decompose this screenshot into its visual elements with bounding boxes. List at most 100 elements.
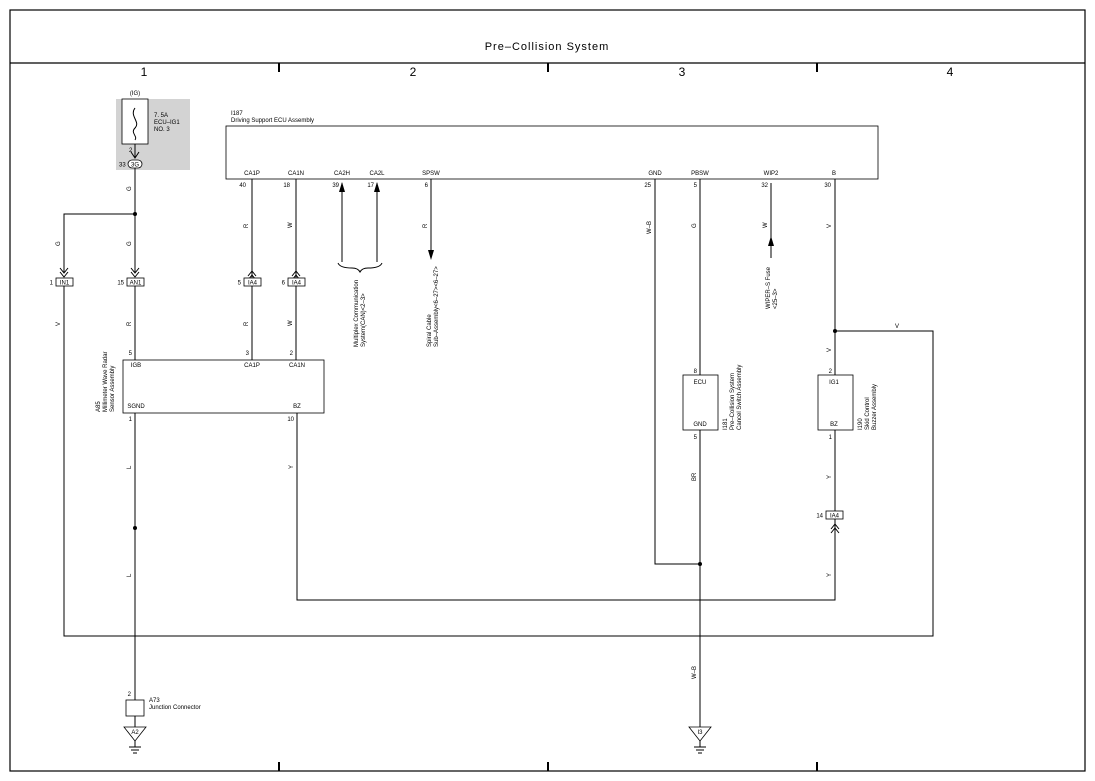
- ground-i3: I3: [688, 726, 712, 754]
- switch-id: I181: [723, 418, 729, 430]
- wire-label-pbsw: G: [692, 223, 698, 228]
- ecu-term-pbsw: PBSW: [691, 171, 709, 177]
- wire-label-sgnd2: L: [127, 573, 133, 577]
- radar-term-ca1p: CA1P: [244, 363, 260, 369]
- connector-in1-pin: 1: [50, 281, 54, 287]
- wire-label-b-down: V: [827, 348, 833, 352]
- ecu-pin-17: 17: [367, 183, 374, 189]
- zone-ticks: [278, 63, 818, 771]
- radar-pin-1: 1: [129, 417, 133, 423]
- radar-box: [122, 359, 325, 414]
- switch-pin-8: 8: [694, 369, 698, 375]
- buzzer-term-ig1: IG1: [829, 380, 839, 386]
- connector-ia4-5-pin: 5: [238, 281, 242, 287]
- wire-label-branch: G: [56, 241, 62, 246]
- wire-label-in1-out: V: [56, 322, 62, 326]
- radar-pin-10: 10: [287, 417, 294, 423]
- buzzer-id: I190: [858, 418, 864, 430]
- splice-gnd: [698, 562, 702, 566]
- ecu-term-wip2: WIP2: [764, 171, 779, 177]
- connector-ia4-14-pin: 14: [816, 514, 823, 520]
- buzzer-term-bz: BZ: [830, 422, 838, 428]
- diagram-title: Pre–Collision System: [485, 41, 610, 53]
- radar-pin-2: 2: [290, 351, 294, 357]
- wire-label-bz: Y: [289, 465, 295, 469]
- wire-color-labels: G G G V R R W R W R W–B G W V V V L L Y …: [56, 186, 899, 679]
- junction-pin: 2: [128, 692, 132, 698]
- connector-ia4-14-name: IA4: [830, 514, 840, 520]
- wire-label-main: G: [127, 241, 133, 246]
- ecu-term-ca2l: CA2L: [369, 171, 385, 177]
- ecu-pin-32: 32: [761, 183, 768, 189]
- fuse-rating: 7. 5A: [154, 113, 168, 119]
- ecu-i187: I187 Driving Support ECU Assembly CA1P C…: [225, 111, 879, 189]
- ecu-pin-6: 6: [425, 183, 429, 189]
- wire-label-ca1p-bot: R: [244, 321, 250, 326]
- ecu-pin-39: 39: [332, 183, 339, 189]
- note-wiper-2: <25–3>: [773, 288, 779, 309]
- radar-term-bz: BZ: [293, 404, 301, 410]
- junction-id: A73: [149, 698, 160, 704]
- buzzer-name-2: Buzzer Assembly: [872, 384, 878, 430]
- wire-v-loop: [63, 286, 934, 637]
- ecu-name: Driving Support ECU Assembly: [231, 118, 314, 124]
- wire-label-ca1n-top: W: [288, 222, 294, 228]
- ecu-term-ca1p: CA1P: [244, 171, 260, 177]
- fuse-pin-side: 33: [119, 163, 126, 169]
- note-multiplex-2: System(CAN)<2–3>: [361, 293, 367, 347]
- switch-i181: ECU GND 8 5 I181 Pre–Collision System Ca…: [682, 365, 743, 441]
- fuse-icon: [132, 107, 138, 141]
- buzzer-i190: IG1 BZ 2 1 I190 Skid Control Buzzer Asse…: [817, 369, 878, 441]
- note-spiral-1: Spiral Cable: [427, 314, 433, 347]
- buzzer-box: [817, 374, 854, 431]
- note-spiral-2: Sub–Assembly<6–27><6–27>: [434, 266, 440, 347]
- multiplex-brace: [337, 262, 383, 274]
- switch-name-2: Cancel Switch Assembly: [737, 365, 743, 430]
- connector-labels: 1 IN1 15 AN1 5 IA4 6 IA4 14 IA4: [50, 281, 840, 520]
- junction-a73: 2 A73 Junction Connector: [125, 692, 201, 727]
- ground-i3-symbol: [688, 726, 712, 742]
- switch-pin-5: 5: [694, 435, 698, 441]
- ground-a2: A2: [123, 726, 147, 754]
- wire-bz-y: [296, 413, 836, 601]
- wire-label-sgnd: L: [127, 465, 133, 469]
- junction-name: Junction Connector: [149, 705, 201, 711]
- radar-a85: IGB CA1P CA1N SGND BZ 5 3 2 1 10 A85 Mil…: [96, 351, 325, 423]
- ecu-pin-40: 40: [239, 183, 246, 189]
- connector-in1-name: IN1: [60, 281, 70, 287]
- wire-label-sw-gnd: BR: [692, 472, 698, 481]
- ecu-pin-18: 18: [283, 183, 290, 189]
- ecu-pin-5: 5: [694, 183, 698, 189]
- junction-3g-label: 3G: [131, 163, 139, 169]
- buzzer-name-1: Skid Control: [865, 397, 871, 430]
- switch-box: [682, 374, 719, 431]
- fuse-no: NO. 3: [154, 127, 170, 133]
- wire-branch-g: [63, 213, 135, 272]
- ground-a2-symbol: [123, 726, 147, 742]
- note-wiper-1: WIPER–S Fuse: [766, 266, 772, 309]
- radar-term-sgnd: SGND: [127, 404, 145, 410]
- wire-label-ground-main: W–B: [692, 666, 698, 679]
- ecu-term-b: B: [832, 171, 836, 177]
- zone-2-label: 2: [410, 65, 417, 79]
- junction-box: [125, 699, 145, 717]
- radar-term-igb: IGB: [131, 363, 141, 369]
- wire-label-buzzer-bz: Y: [827, 475, 833, 479]
- wires: [55, 168, 934, 727]
- radar-pin-5: 5: [129, 351, 133, 357]
- reference-notes: Multiplex Communication System(CAN)<2–3>…: [354, 266, 779, 347]
- fuse-pin-top: 2: [129, 148, 133, 154]
- wire-label-buzzer-bz2: Y: [827, 573, 833, 577]
- ecu-box: [225, 125, 879, 180]
- connector-ia4-6-pin: 6: [282, 281, 286, 287]
- buzzer-pin-2: 2: [829, 369, 833, 375]
- switch-term-gnd: GND: [693, 422, 707, 428]
- ground-i3-label: I3: [697, 730, 703, 736]
- connector-ia4-6-name: IA4: [292, 281, 302, 287]
- radar-id: A85: [96, 401, 102, 412]
- splice-b: [833, 329, 837, 333]
- zone-3-label: 3: [679, 65, 686, 79]
- ground-a2-label: A2: [131, 730, 139, 736]
- ecu-id: I187: [231, 111, 243, 117]
